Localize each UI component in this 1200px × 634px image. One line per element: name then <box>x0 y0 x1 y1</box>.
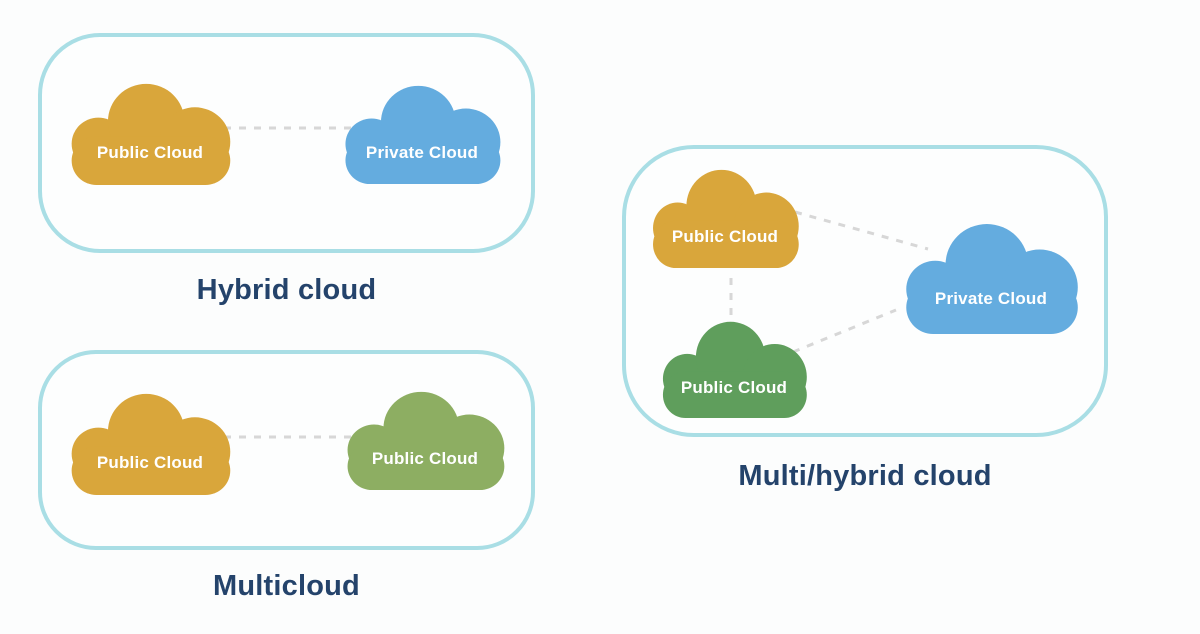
cloud-label: Private Cloud <box>934 289 1048 309</box>
caption-hybrid-cloud: Hybrid cloud <box>196 274 377 306</box>
public-cloud-node: Public Cloud <box>64 82 236 185</box>
cloud-icon <box>71 83 231 185</box>
cloud-icon <box>347 391 505 490</box>
cloud-label: Public Cloud <box>671 227 779 246</box>
cloud-label: Public Cloud <box>96 453 204 473</box>
cloud-icon <box>71 393 231 495</box>
public-cloud-node: Public Cloud <box>656 320 812 418</box>
private-cloud-node: Private Cloud <box>338 84 506 184</box>
cloud-label: Private Cloud <box>365 143 479 162</box>
caption-multi-hybrid-cloud: Multi/hybrid cloud <box>738 460 992 492</box>
private-cloud-node: Private Cloud <box>898 222 1084 334</box>
cloud-label: Public Cloud <box>371 449 479 468</box>
cloud-icon <box>345 85 501 184</box>
caption-multicloud: Multicloud <box>213 570 360 602</box>
cloud-icon <box>653 169 799 268</box>
cloud-icon <box>662 321 807 418</box>
public-cloud-node: Public Cloud <box>646 168 804 268</box>
cloud-label: Public Cloud <box>96 143 204 163</box>
cloud-icon <box>906 224 1078 334</box>
public-cloud-node: Public Cloud <box>340 390 510 490</box>
public-cloud-node: Public Cloud <box>64 392 236 495</box>
cloud-label: Public Cloud <box>680 377 788 397</box>
